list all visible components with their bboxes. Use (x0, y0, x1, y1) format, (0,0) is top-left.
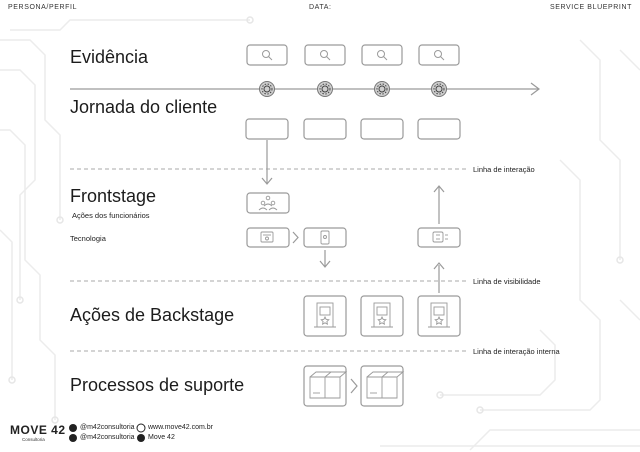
youtube-channel[interactable]: Move 42 (148, 434, 175, 441)
footer-icons (69, 423, 146, 442)
support-box-2 (360, 365, 404, 407)
journey-timeline (70, 82, 540, 96)
gear-icon (433, 83, 445, 95)
section-frontstage: Frontstage (70, 186, 157, 206)
touchpoint-node (317, 81, 333, 97)
magnifier-icon (434, 50, 445, 61)
section-evidencia: Evidência (70, 47, 149, 67)
touchpoint-row (259, 81, 447, 97)
box-icon (366, 371, 405, 399)
youtube-icon (137, 434, 145, 442)
evidence-box (361, 44, 403, 66)
journey-box (245, 118, 289, 140)
support-box-1 (303, 365, 347, 407)
tech-box-3 (417, 227, 461, 248)
brand-logo: MOVE 42 (10, 423, 66, 437)
website-link[interactable]: www.move42.com.br (148, 424, 213, 431)
evidence-row (246, 44, 460, 66)
gear-icon (261, 83, 273, 95)
door-icon (314, 302, 336, 328)
box-icon (309, 371, 348, 399)
circuit-decoration (0, 19, 640, 451)
support-group (303, 365, 405, 407)
section-backstage: Ações de Backstage (70, 305, 235, 325)
staff-box (246, 192, 290, 214)
journey-box (303, 118, 347, 140)
journey-row (245, 118, 461, 140)
circuit-nodes (8, 16, 624, 424)
evidence-box (304, 44, 346, 66)
label-tecnologia: Tecnologia (70, 234, 106, 243)
facebook-handle[interactable]: @m42consultoria (80, 424, 135, 431)
section-suporte: Processos de suporte (70, 375, 245, 395)
touchpoint-node (374, 81, 390, 97)
tech-box-2 (303, 227, 347, 248)
journey-box (360, 118, 404, 140)
journey-box (417, 118, 461, 140)
backstage-box (360, 295, 404, 337)
evidence-box (418, 44, 460, 66)
persona-label: PERSONA/PERFIL (8, 4, 78, 11)
instagram-icon (69, 434, 77, 442)
line-label-interacao-interna: Linha de interação interna (473, 347, 560, 356)
backstage-box (303, 295, 347, 337)
globe-icon (136, 423, 146, 433)
frontstage-group (246, 140, 461, 293)
door-icon (371, 302, 393, 328)
blueprint-title: SERVICE BLUEPRINT (549, 4, 632, 11)
phone-icon (320, 230, 330, 245)
line-label-interacao: Linha de interação (473, 165, 535, 174)
section-jornada: Jornada do cliente (70, 97, 218, 117)
chip-icon (432, 231, 448, 243)
label-acoes-funcionarios: Ações dos funcionários (72, 211, 150, 220)
gear-icon (319, 83, 331, 95)
magnifier-icon (320, 50, 331, 61)
device-icon (260, 231, 274, 243)
line-label-visibilidade: Linha de visibilidade (473, 277, 541, 286)
instagram-handle[interactable]: @m42consultoria (80, 434, 135, 441)
magnifier-icon (377, 50, 388, 61)
backstage-row (303, 295, 461, 337)
door-icon (428, 302, 450, 328)
people-icon (258, 195, 278, 211)
backstage-box (417, 295, 461, 337)
brand-subtitle: Consultoria (22, 437, 45, 442)
tech-box-1 (246, 227, 290, 248)
separator-lines (70, 168, 468, 352)
touchpoint-node (431, 81, 447, 97)
date-label: DATA: (309, 4, 332, 11)
magnifier-icon (262, 50, 273, 61)
gear-icon (376, 83, 388, 95)
facebook-icon (69, 424, 77, 432)
evidence-box (246, 44, 288, 66)
touchpoint-node (259, 81, 275, 97)
